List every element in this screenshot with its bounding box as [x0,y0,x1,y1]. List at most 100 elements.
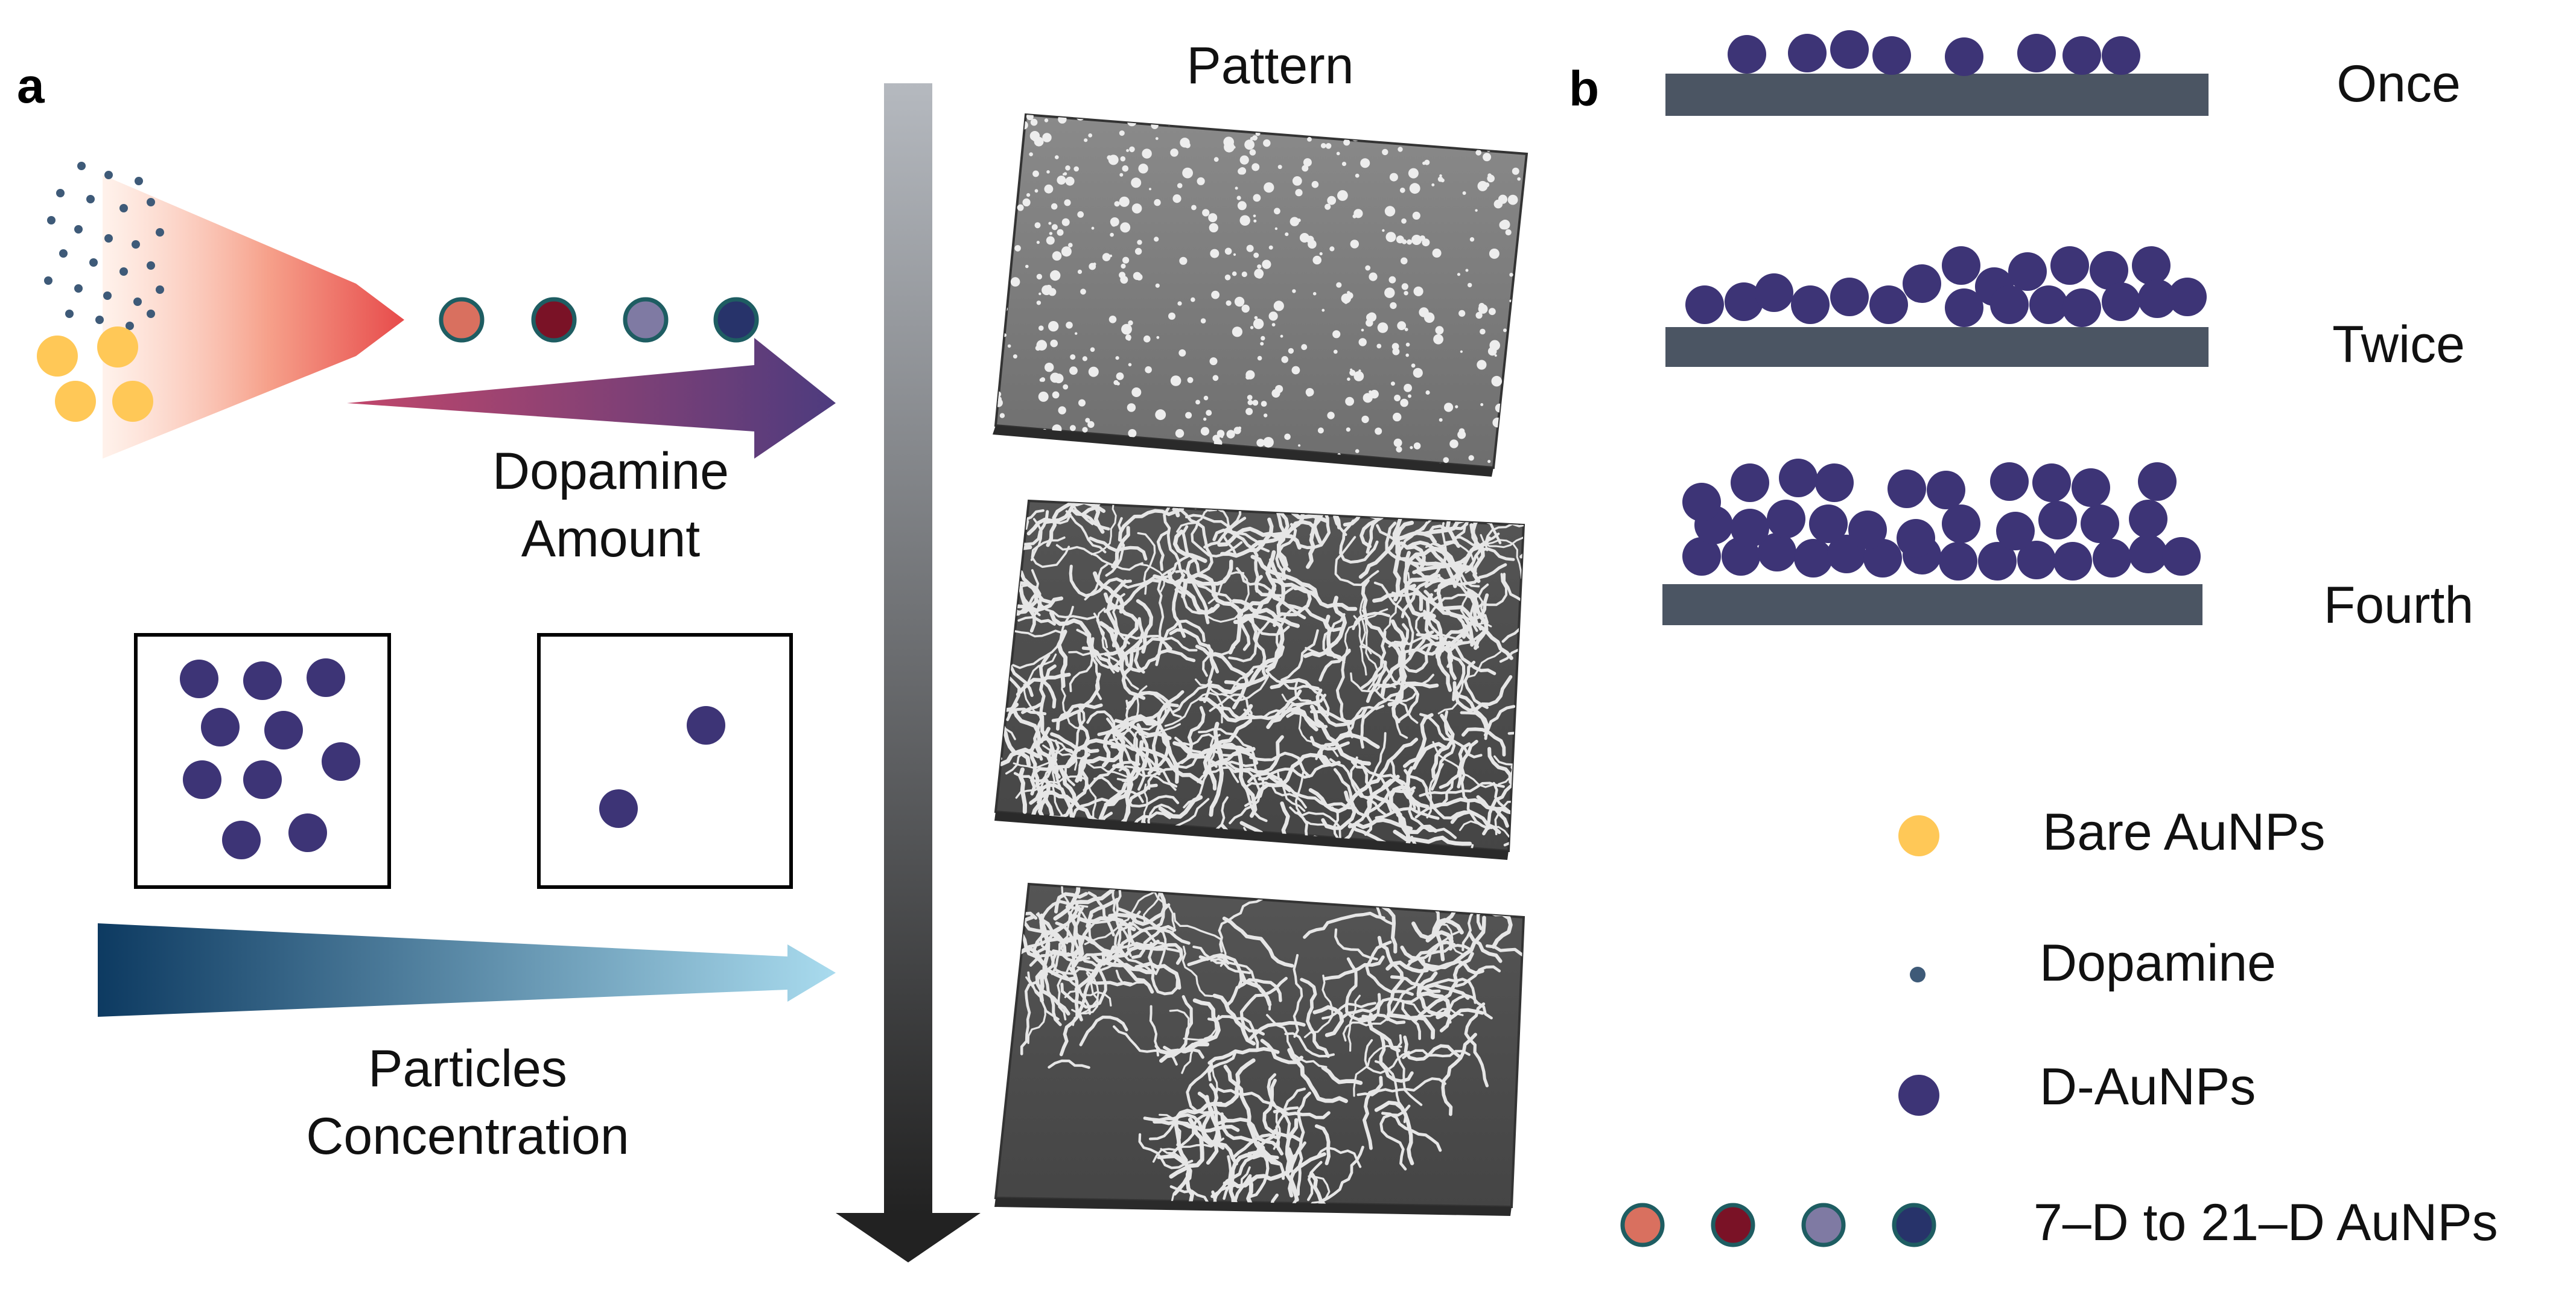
sem-aggregate-chain [1318,733,1380,767]
sem-particle [1181,458,1188,465]
sem-aggregate-chain [1396,812,1438,835]
sem-aggregate-chain [1108,626,1198,652]
sem-particle [1460,350,1463,353]
sem-aggregate-chain [1434,581,1478,632]
sem-aggregate-chain [1156,530,1169,571]
sem-aggregate-chain [1239,972,1272,1007]
sem-particle [1440,178,1445,183]
sem-particle [1218,456,1226,463]
sem-aggregate-chain [1181,525,1200,573]
sem-particle [1413,442,1421,450]
sem-particle [1051,224,1058,231]
sem-aggregate-chain [1413,523,1478,569]
d-aunp [1815,463,1854,502]
sem-particle [1405,353,1409,357]
sem-particle [1262,259,1271,269]
sem-particle [1525,121,1527,131]
sem-aggregate-chain [1436,623,1468,692]
sem-particle [1129,146,1135,153]
sem-aggregate-chain [1412,742,1447,770]
sem-aggregate-chain [996,528,1005,553]
sem-particle [1372,468,1379,476]
layer-twice [1665,246,2209,367]
dopamine-molecule [103,291,112,300]
sem-particle [1036,241,1040,244]
variant-aunp [439,297,485,343]
sem-particle [996,203,1005,214]
sem-aggregate-chain [1315,1146,1362,1168]
sem-particle [1295,189,1303,197]
sem-particle [1030,118,1038,126]
sem-aggregate-chain [1275,1087,1306,1151]
sem-aggregate-chain [1258,753,1331,798]
sem-aggregate-chain [1110,744,1153,771]
sem-aggregate-chain [1207,1047,1280,1065]
dopamine-molecule [104,171,113,179]
sem-particle [1531,118,1533,121]
sem-aggregate-chain [1167,570,1220,616]
sem-particle [1321,308,1325,312]
sem-particle [1271,323,1276,326]
sem-aggregate-chain [1452,681,1489,736]
sem-aggregate-chain [1425,918,1464,943]
sem-particle [1224,274,1231,281]
sem-particle [1363,393,1373,403]
sem-particle [1404,328,1408,331]
sem-particle [1155,409,1166,421]
sem-aggregate-chain [1152,690,1185,775]
sem-aggregate-chain [1165,501,1212,511]
substrate-once [1665,74,2209,116]
sem-aggregate-chain [1119,783,1158,826]
sem-aggregate-chain [1522,722,1524,785]
sem-aggregate-chain [1276,510,1291,573]
sem-aggregate-chain [996,718,1002,760]
sem-aggregate-chain [1293,953,1303,1038]
sem-particle [1040,377,1046,382]
d-aunp [322,742,360,781]
dopamine-molecule [147,261,155,270]
sem-particle [1057,229,1064,236]
sem-particle [1063,172,1067,176]
d-aunp [1863,539,1902,578]
sem-aggregate-chain [1169,1118,1204,1179]
sem-particle [1377,322,1388,333]
sem-particle [1034,222,1041,229]
sem-particle [1234,296,1245,307]
sem-particle [1517,177,1521,181]
sem-particle [1332,330,1341,339]
vertical-trend-arrow [836,83,981,1262]
sem-aggregate-chain [1243,700,1312,719]
sem-particle [996,398,1003,407]
sem-particle [1390,302,1397,310]
sem-aggregate-chain [1174,1101,1223,1162]
sem-particle [1209,223,1219,233]
sem-aggregate-chain [1067,911,1084,968]
sem-aggregate-chain [1236,608,1251,651]
sem-aggregate-chain [1493,755,1524,799]
sem-particle [1119,196,1130,207]
sem-aggregate-chain [1372,670,1419,724]
sem-particle [1263,139,1271,147]
sem-particle [1078,399,1086,407]
sem-aggregate-chain [1073,906,1099,969]
sem-particle [1416,472,1419,476]
sem-particle [1503,328,1507,333]
sem-aggregate-chain [1222,916,1294,968]
sem-aggregate-chain [1065,510,1107,553]
sem-particle [1327,196,1337,205]
sem-particle [1253,214,1256,218]
concentration-label-line1: Particles [368,1040,567,1098]
d-aunp [183,760,221,799]
sem-aggregate-chain [1381,1112,1442,1152]
sem-particle [1513,436,1518,441]
sem-particle [1410,446,1413,450]
sem-particle [1114,201,1120,207]
sem-particle [1404,384,1413,392]
d-aunp [1939,542,1977,581]
sem-aggregate-chain [1388,636,1431,648]
sem-aggregate-chain [1052,913,1093,957]
sem-aggregate-chain [1391,591,1442,602]
sem-particle [1233,253,1236,256]
sem-particle [1168,312,1175,320]
sem-particle [1143,335,1151,343]
